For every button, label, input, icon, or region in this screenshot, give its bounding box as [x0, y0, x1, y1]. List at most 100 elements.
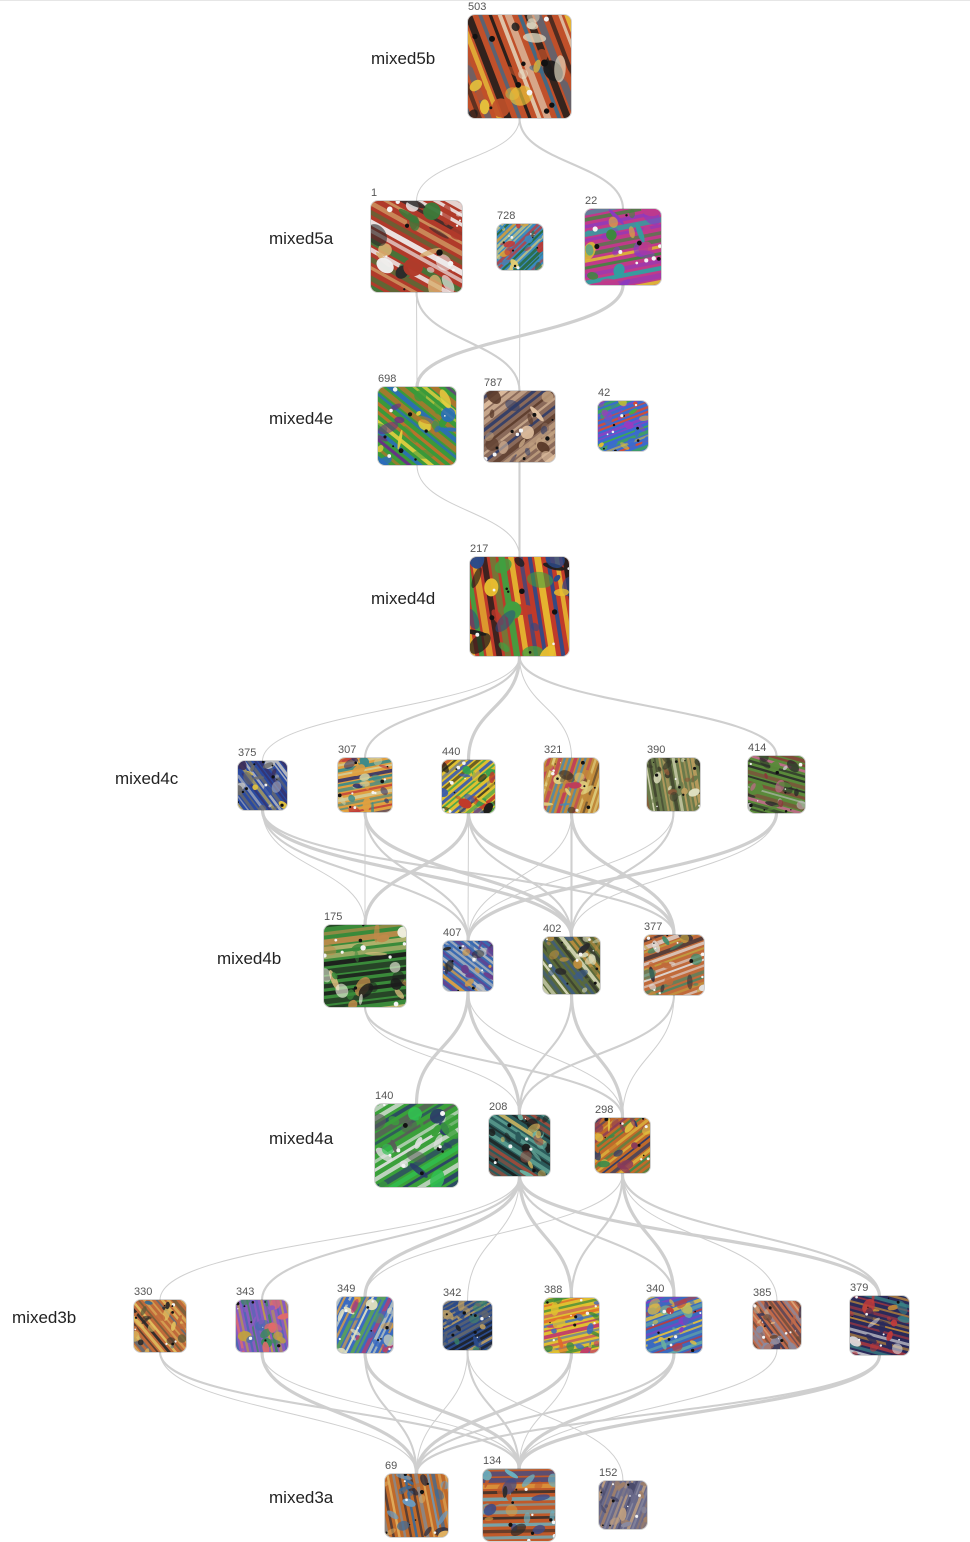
- feature-visualization-image: [338, 758, 392, 812]
- neuron-visualization-mixed4c-440[interactable]: [442, 760, 495, 813]
- layer-connection-edge: [517, 1174, 574, 1300]
- feature-visualization-image: [748, 756, 805, 813]
- layer-connection-edge: [159, 1175, 520, 1301]
- layer-connection-edge: [415, 1351, 676, 1476]
- neuron-visualization-mixed3b-342[interactable]: [443, 1301, 492, 1350]
- layer-connection-edge: [262, 655, 520, 762]
- neuron-visualization-mixed3b-330[interactable]: [134, 1300, 186, 1352]
- neuron-visualization-mixed4c-414[interactable]: [748, 756, 805, 813]
- neuron-visualization-mixed4b-402[interactable]: [543, 937, 600, 994]
- neuron-visualization-mixed4a-298[interactable]: [595, 1118, 650, 1173]
- neuron-id-label: 134: [483, 1455, 502, 1467]
- layer-connection-edge: [158, 1350, 521, 1471]
- layer-connection-edge: [467, 812, 572, 942]
- feature-visualization-image: [647, 758, 700, 811]
- layer-label-mixed4c: mixed4c: [115, 769, 179, 788]
- layer-connection-edge: [466, 989, 522, 1117]
- layer-connection-edge: [467, 811, 573, 939]
- neuron-id-label: 22: [585, 195, 598, 207]
- neuron-visualization-mixed5a-728[interactable]: [497, 224, 543, 270]
- layer-connection-edge: [518, 992, 573, 1117]
- neuron-visualization-mixed3a-134[interactable]: [483, 1469, 555, 1541]
- feature-visualization-image: [644, 935, 704, 995]
- neuron-visualization-mixed4e-787[interactable]: [484, 391, 555, 462]
- feature-visualization-image: [598, 401, 648, 451]
- neuron-visualization-mixed3b-379[interactable]: [850, 1296, 909, 1355]
- neuron-visualization-mixed4c-375[interactable]: [238, 761, 287, 810]
- neuron-id-label: 349: [337, 1283, 356, 1295]
- layer-connection-edge: [517, 1351, 676, 1471]
- neuron-visualization-mixed3b-343[interactable]: [236, 1300, 288, 1352]
- neuron-visualization-mixed5a-1[interactable]: [371, 201, 462, 292]
- neuron-visualization-mixed4a-140[interactable]: [375, 1104, 458, 1187]
- layer-connection-edge: [517, 1353, 882, 1471]
- neuron-id-label: 728: [497, 210, 516, 222]
- neuron-visualization-mixed4a-208[interactable]: [489, 1115, 550, 1176]
- neuron-visualization-mixed4b-377[interactable]: [644, 935, 704, 995]
- feature-visualization-image: [337, 1297, 393, 1353]
- layer-connection-edge: [416, 464, 520, 558]
- layer-connection-edge: [363, 1351, 418, 1476]
- neuron-visualization-mixed5a-22[interactable]: [585, 209, 661, 285]
- feature-visualization-image: [585, 209, 661, 285]
- feature-visualization-image: [470, 557, 569, 656]
- neuron-visualization-mixed3a-69[interactable]: [385, 1474, 448, 1537]
- neuron-id-label: 503: [468, 1, 487, 13]
- layer-connection-edge: [416, 1349, 468, 1475]
- layer-connection-edge: [364, 1172, 623, 1298]
- layer-connection-edge: [518, 116, 625, 211]
- layer-connection-edge: [570, 809, 675, 939]
- neuron-visualization-mixed3b-385[interactable]: [753, 1301, 801, 1349]
- neuron-visualization-mixed3b-388[interactable]: [544, 1298, 599, 1353]
- layer-connection-edge: [363, 654, 521, 760]
- neuron-visualization-mixed4d-217[interactable]: [470, 557, 569, 656]
- top-divider: [0, 0, 970, 1]
- layer-connection-edge: [261, 1351, 520, 1470]
- layer-connection-edge: [466, 654, 522, 762]
- layer-connection-edge: [571, 812, 777, 938]
- layer-label-mixed4a: mixed4a: [269, 1129, 334, 1148]
- neuron-id-label: 402: [543, 923, 562, 935]
- neuron-id-label: 42: [598, 387, 611, 399]
- feature-visualization-image: [484, 391, 555, 462]
- neuron-id-label: 152: [599, 1467, 618, 1479]
- neuron-visualization-mixed4b-175[interactable]: [324, 925, 406, 1007]
- neuron-id-label: 375: [238, 747, 257, 759]
- neuron-visualization-mixed3a-152[interactable]: [599, 1481, 647, 1529]
- neuron-id-label: 342: [443, 1287, 462, 1299]
- feature-visualization-image: [850, 1296, 909, 1355]
- neuron-id-label: 321: [544, 744, 563, 756]
- layer-connection-edge: [467, 810, 674, 942]
- neuron-id-label: 140: [375, 1090, 394, 1102]
- layer-connection-edge: [260, 808, 574, 939]
- neuron-visualization-mixed4e-698[interactable]: [378, 387, 456, 465]
- neuron-id-label: 175: [324, 911, 343, 923]
- neuron-visualization-mixed4c-321[interactable]: [544, 758, 599, 813]
- neuron-visualization-mixed4c-307[interactable]: [338, 758, 392, 812]
- neuron-id-label: 390: [647, 744, 666, 756]
- neuron-visualization-mixed5b-503[interactable]: [468, 15, 571, 118]
- neuron-id-label: 69: [385, 1460, 398, 1472]
- neuron-visualization-mixed3b-340[interactable]: [646, 1297, 702, 1353]
- neuron-visualization-mixed4e-42[interactable]: [598, 401, 648, 451]
- neuron-visualization-mixed4b-407[interactable]: [443, 941, 493, 991]
- feature-visualization-image: [371, 201, 462, 292]
- feature-visualization-image: [544, 758, 599, 813]
- feature-visualization-image: [599, 1481, 647, 1529]
- layer-connection-edge: [518, 1348, 778, 1470]
- feature-visualization-image: [238, 761, 287, 810]
- layer-connection-edge: [518, 993, 676, 1117]
- neuron-visualization-mixed4c-390[interactable]: [647, 758, 700, 811]
- layer-label-mixed4d: mixed4d: [371, 589, 436, 608]
- layer-connection-edge: [416, 117, 520, 202]
- layer-connection-edge: [517, 1174, 882, 1298]
- layer-connection-edge: [622, 994, 675, 1119]
- layer-connection-edge: [415, 1353, 881, 1476]
- layer-label-mixed5b: mixed5b: [371, 49, 436, 68]
- neuron-id-label: 385: [753, 1287, 772, 1299]
- layer-connection-edge: [467, 1175, 520, 1302]
- feature-visualization-image: [543, 937, 600, 994]
- layer-connection-edge: [466, 811, 779, 943]
- neuron-visualization-mixed3b-349[interactable]: [337, 1297, 393, 1353]
- layer-connection-edge: [260, 1350, 419, 1476]
